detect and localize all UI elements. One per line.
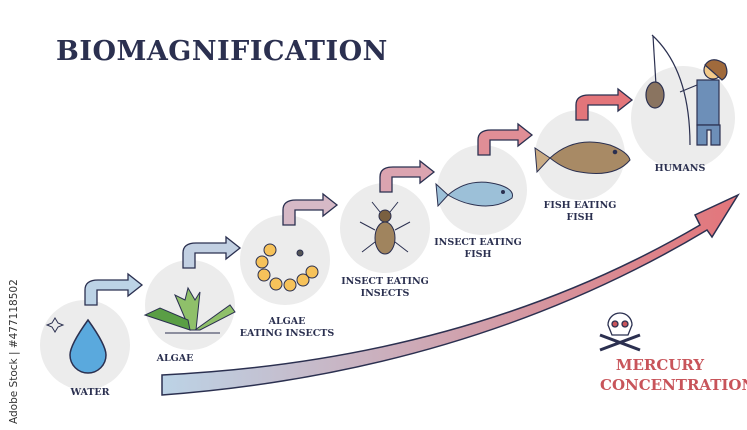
label-algae-eating-insects: ALGAE EATING INSECTS — [227, 316, 347, 340]
label-line: ALGAE — [268, 316, 306, 327]
larva-icon — [255, 243, 319, 292]
skull-crossbones-icon — [599, 312, 641, 352]
grouper-fish-icon — [534, 141, 631, 174]
page-title: BIOMAGNIFICATION — [56, 36, 388, 67]
label-line: EATING INSECTS — [239, 328, 335, 339]
human-fishing-icon — [645, 34, 728, 146]
step-arrow-icon — [282, 192, 339, 226]
step-arrow-icon — [84, 272, 144, 306]
mercury-line: MERCURY — [615, 356, 705, 374]
fish-icon — [435, 181, 513, 208]
mercury-concentration-label: MERCURY CONCENTRATION — [600, 355, 747, 395]
mercury-line: CONCENTRATION — [600, 376, 747, 394]
label-water: WATER — [70, 387, 110, 398]
watermark: Adobe Stock | #477118502 — [8, 279, 20, 424]
label-fish-eating-fish: FISH EATING FISH — [520, 200, 640, 224]
label-line: FISH EATING — [543, 200, 617, 211]
label-algae: ALGAE — [156, 353, 194, 364]
label-line: INSECTS — [360, 288, 410, 299]
label-line: INSECT EATING — [434, 237, 522, 248]
label-line: INSECT EATING — [341, 276, 429, 287]
algae-eating-insects-circle — [240, 215, 330, 305]
label-insect-eating-fish: INSECT EATING FISH — [418, 237, 538, 261]
label-line: FISH — [566, 212, 594, 223]
sparkle-icon — [45, 317, 65, 333]
insect-icon — [359, 201, 411, 255]
label-line: FISH — [464, 249, 492, 260]
step-arrow-icon — [477, 122, 534, 156]
label-insect-eating-insects: INSECT EATING INSECTS — [325, 276, 445, 300]
step-arrow-icon — [182, 235, 242, 269]
step-arrow-icon — [379, 159, 436, 193]
water-drop-icon — [69, 318, 107, 374]
algae-icon — [143, 286, 236, 334]
label-humans: HUMANS — [654, 163, 706, 174]
concentration-arrow — [161, 193, 740, 396]
step-arrow-icon — [575, 87, 634, 121]
